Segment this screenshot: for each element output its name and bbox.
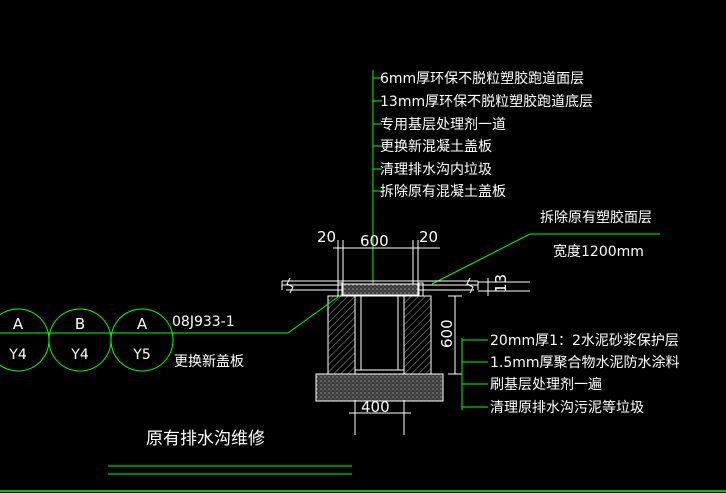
dim-cover-thickness: 13 (492, 274, 510, 293)
top-note-4: 更换新混凝土盖板 (380, 138, 492, 155)
ditch-wall-right (403, 295, 432, 375)
top-note-3: 专用基层处理剂一道 (380, 116, 506, 133)
dim-depth: 600 (438, 319, 456, 348)
grid-bubble-2-bottom: Y4 (70, 347, 89, 363)
remove-surface-note: 拆除原有塑胶面层 (540, 209, 652, 226)
top-note-5: 清理排水沟内垃圾 (380, 162, 492, 178)
title-underline (108, 465, 352, 475)
grid-bubble-2-top: B (75, 315, 85, 333)
reference-code: 08J933-1 (172, 314, 235, 330)
bottom-note-ticks (462, 339, 488, 408)
grid-bubble-3-bottom: Y5 (132, 347, 150, 363)
cover-plate (341, 283, 420, 296)
bottom-layer-notes: 20mm厚1：2水泥砂浆保护层 1.5mm厚聚合物水泥防水涂料 刷基层处理剂一遍… (461, 333, 680, 416)
top-dimension-chain (333, 240, 440, 285)
grid-bubble-3 (110, 308, 174, 372)
grid-bubble-1-bottom: Y4 (8, 347, 27, 363)
bottom-note-3: 刷基层处理剂一遍 (490, 376, 602, 393)
ditch-base-slab (315, 373, 444, 402)
depth-dimension (448, 295, 462, 375)
dim-right-gap: 20 (419, 228, 438, 246)
top-note-1: 6mm厚环保不脱粒塑胶跑道面层 (380, 70, 584, 87)
reference-note: 更换新盖板 (174, 353, 244, 370)
top-note-6: 拆除原有混凝土盖板 (380, 184, 506, 200)
width-note: 宽度1200mm (553, 243, 644, 260)
ditch-wall-left (327, 295, 356, 375)
grid-bubbles (0, 308, 174, 372)
right-notes: 拆除原有塑胶面层 宽度1200mm (431, 209, 660, 285)
top-note-ticks (373, 77, 382, 192)
base-width-dimension (349, 400, 411, 435)
bottom-note-2: 1.5mm厚聚合物水泥防水涂料 (490, 355, 680, 371)
remove-surface-leader-diagonal (431, 233, 531, 285)
bottom-note-1: 20mm厚1：2水泥砂浆保护层 (490, 333, 679, 349)
dim-opening: 600 (360, 232, 389, 250)
grid-bubble-3-top: A (137, 315, 148, 333)
grid-bubble-1-top: A (13, 315, 24, 333)
dim-base-width: 400 (361, 398, 390, 416)
top-layer-notes: 6mm厚环保不脱粒塑胶跑道面层 13mm厚环保不脱粒塑胶跑道底层 专用基层处理剂… (372, 70, 593, 285)
cover-thickness-dimension (478, 278, 530, 296)
dim-left-gap: 20 (317, 228, 336, 246)
drawing-title: 原有排水沟维修 (146, 429, 265, 449)
ditch-channel (354, 295, 405, 371)
top-note-2: 13mm厚环保不脱粒塑胶跑道底层 (380, 93, 593, 110)
bottom-note-4: 清理原排水沟污泥等垃圾 (490, 399, 644, 416)
